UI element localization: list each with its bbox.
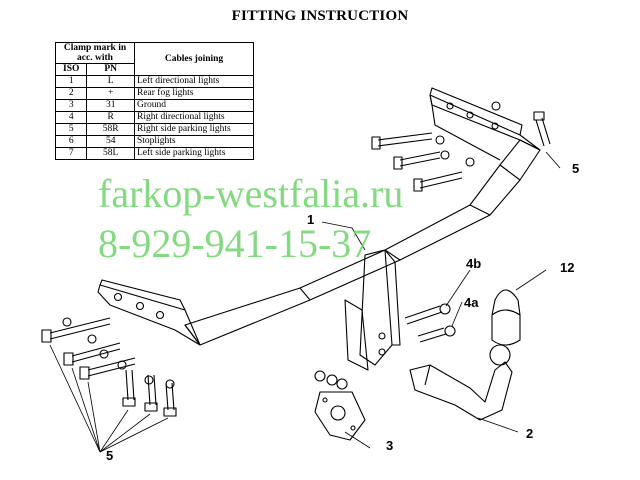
right-mounting-bracket bbox=[429, 87, 541, 161]
page-title: FITTING INSTRUCTION bbox=[231, 8, 409, 24]
ball-cover bbox=[491, 289, 521, 346]
desc-cell: Left side parking lights bbox=[134, 147, 254, 160]
part-label-5-bottom: 5 bbox=[106, 448, 114, 463]
table-subheader-row: ISO PN bbox=[54, 63, 254, 76]
socket-plate bbox=[314, 391, 366, 441]
iso-cell: 7 bbox=[54, 147, 88, 160]
leader-lines bbox=[49, 151, 561, 453]
table-row: 2+Rear fog lights bbox=[54, 87, 254, 100]
bolt-set-left bbox=[41, 317, 177, 417]
center-bracket bbox=[344, 249, 401, 371]
part-label-1: 1 bbox=[307, 212, 315, 227]
table-header-row: Clamp mark in acc. with Cables joining bbox=[55, 42, 254, 76]
bolt-set-right bbox=[371, 101, 551, 192]
watermark-site: farkop-westfalia.ru bbox=[98, 171, 404, 216]
bolts-4a-4b bbox=[314, 303, 456, 390]
left-mounting-bracket bbox=[97, 279, 201, 346]
part-label-2: 2 bbox=[526, 426, 534, 441]
tow-ball-arm bbox=[409, 344, 513, 421]
watermark-phone: 8-929-941-15-37 bbox=[98, 221, 372, 266]
cables-joining-table: Clamp mark in acc. with Cables joining I… bbox=[54, 42, 254, 160]
part-label-4a: 4a bbox=[464, 295, 479, 310]
iso-cell: 6 bbox=[54, 135, 88, 148]
part-label-5-right: 5 bbox=[572, 161, 580, 176]
part-label-3: 3 bbox=[386, 438, 394, 453]
part-label-12: 12 bbox=[560, 260, 575, 275]
pn-cell: 58L bbox=[86, 147, 135, 160]
part-label-4b: 4b bbox=[466, 256, 482, 271]
